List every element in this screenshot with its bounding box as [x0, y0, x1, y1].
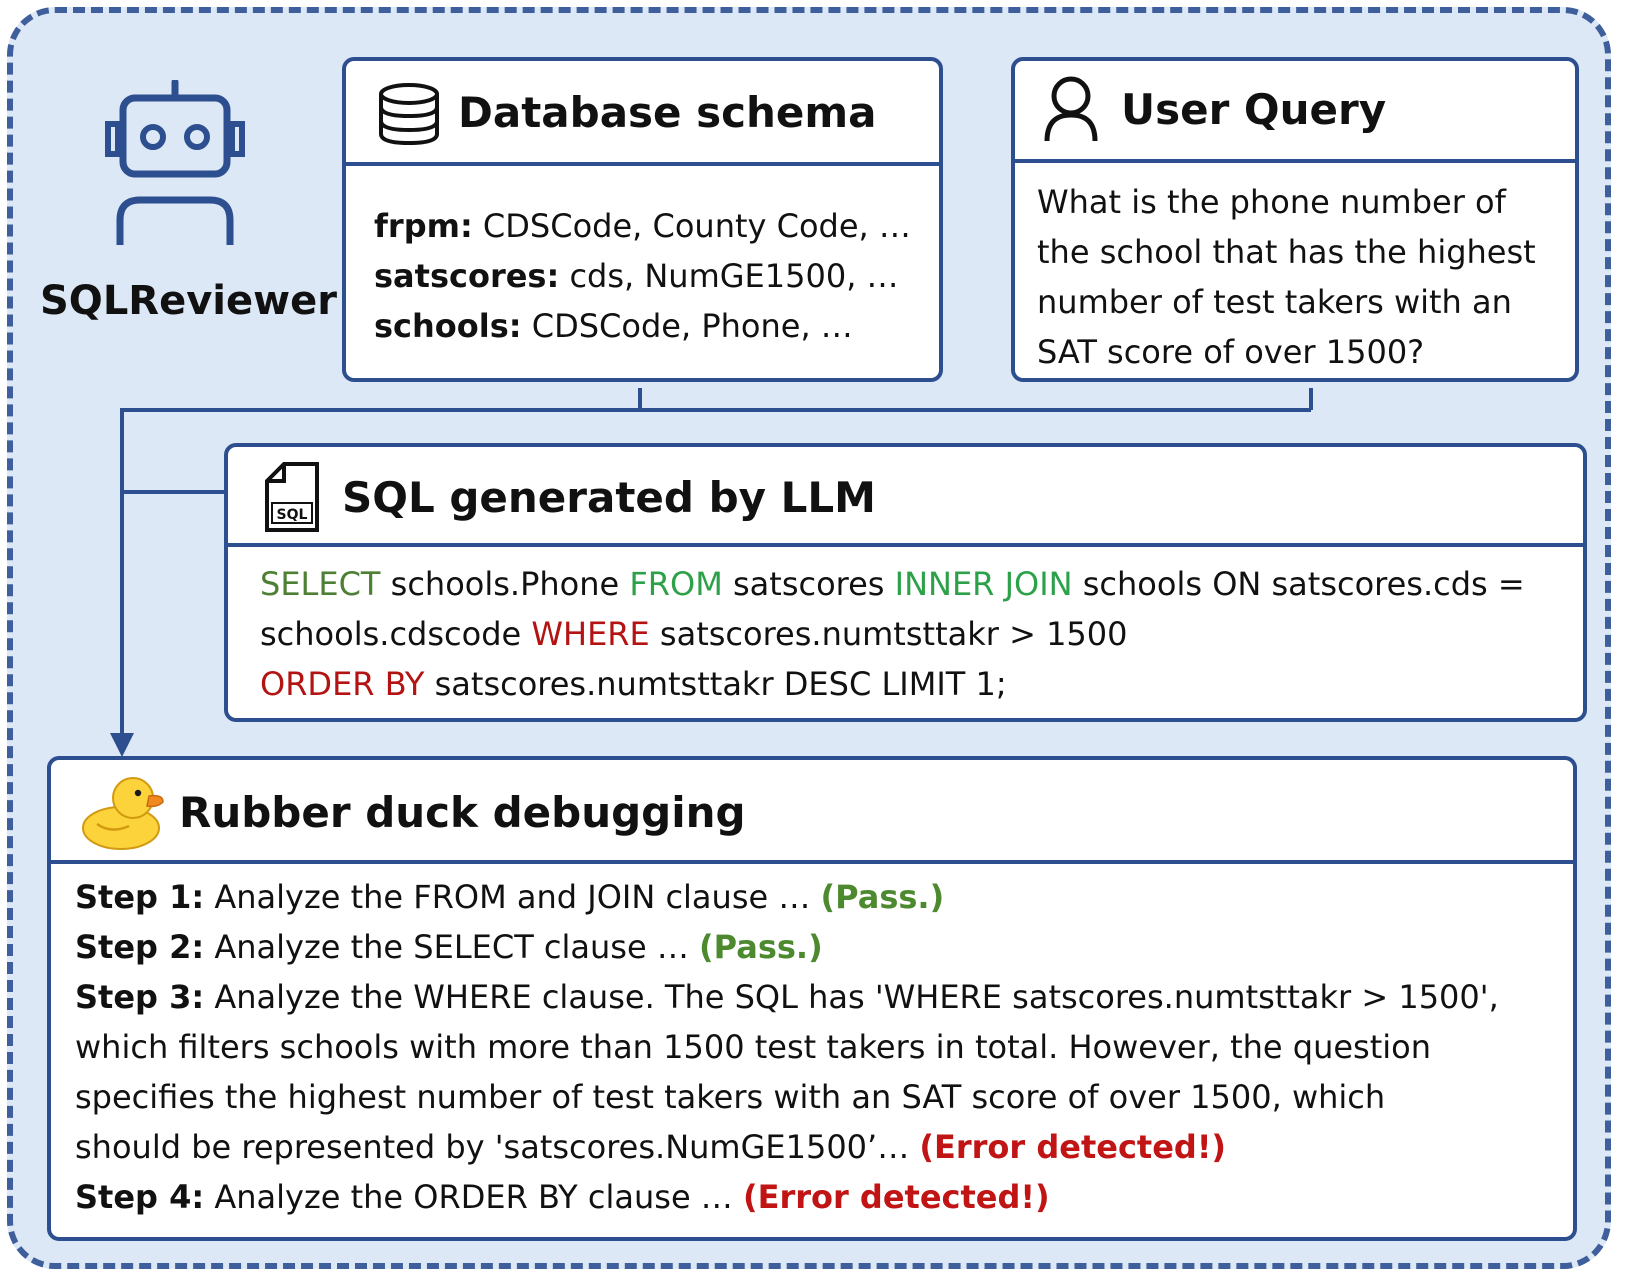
- schema-row: satscores: cds, NumGE1500, …: [374, 251, 899, 301]
- robot-icon: [105, 78, 245, 250]
- schema-columns: CDSCode, County Code, …: [472, 207, 911, 245]
- sql-keyword: WHERE: [531, 615, 650, 653]
- step-text: Analyze the WHERE clause. The SQL has 'W…: [204, 978, 1499, 1016]
- debug-step-2: Step 2: Analyze the SELECT clause … (Pas…: [75, 922, 823, 972]
- database-icon: [378, 83, 440, 146]
- debug-step-4: Step 4: Analyze the ORDER BY clause … (E…: [75, 1172, 1050, 1222]
- query-header: User Query: [1015, 61, 1575, 163]
- schema-row: schools: CDSCode, Phone, …: [374, 301, 853, 351]
- agent-name: SQLReviewer: [40, 278, 337, 324]
- step-text: Analyze the FROM and JOIN clause …: [204, 878, 821, 916]
- query-line: SAT score of over 1500?: [1037, 333, 1425, 371]
- duck-header: Rubber duck debugging: [51, 760, 1573, 864]
- sql-text: schools ON satscores.cds =: [1072, 565, 1525, 603]
- sql-keyword: FROM: [629, 565, 723, 603]
- duck-title: Rubber duck debugging: [179, 788, 746, 837]
- step-label: Step 2:: [75, 928, 205, 966]
- rubber-duck-icon: [81, 772, 165, 852]
- sql-header: SQL SQL generated by LLM: [228, 447, 1583, 547]
- sql-file-icon: SQL: [264, 461, 320, 533]
- sql-text: satscores.numtsttakr DESC LIMIT 1;: [424, 665, 1007, 703]
- step-text: Analyze the SELECT clause …: [204, 928, 699, 966]
- step-label: Step 4:: [75, 1178, 205, 1216]
- query-title: User Query: [1121, 85, 1387, 134]
- sql-text: satscores: [722, 565, 895, 603]
- query-line: the school that has the highest: [1037, 233, 1536, 271]
- sql-line: ORDER BY satscores.numtsttakr DESC LIMIT…: [260, 659, 1007, 709]
- sql-keyword: ORDER BY: [260, 665, 425, 703]
- svg-text:SQL: SQL: [277, 507, 308, 523]
- step-label: Step 3:: [75, 978, 205, 1016]
- sql-panel: SQL SQL generated by LLM SELECT schools.…: [224, 443, 1587, 722]
- debug-step-3: Step 3: Analyze the WHERE clause. The SQ…: [75, 972, 1499, 1022]
- debug-step-3-cont: should be represented by 'satscores.NumG…: [75, 1122, 1226, 1172]
- sql-text: satscores.numtsttakr > 1500: [649, 615, 1128, 653]
- pass-badge: (Pass.): [699, 928, 823, 966]
- debug-step-3-cont: which filters schools with more than 150…: [75, 1028, 1432, 1066]
- schema-columns: CDSCode, Phone, …: [521, 307, 853, 345]
- sql-line: SELECT schools.Phone FROM satscores INNE…: [260, 559, 1525, 609]
- pass-badge: (Pass.): [820, 878, 945, 916]
- step-label: Step 1:: [75, 878, 205, 916]
- user-icon: [1043, 75, 1099, 143]
- schema-table-name: schools:: [374, 307, 522, 345]
- sql-text: schools.Phone: [380, 565, 630, 603]
- schema-header: Database schema: [346, 61, 939, 166]
- error-badge: (Error detected!): [742, 1178, 1050, 1216]
- step-text: should be represented by 'satscores.NumG…: [75, 1128, 920, 1166]
- sql-text: schools.cdscode: [260, 615, 532, 653]
- sql-keyword: SELECT: [260, 565, 381, 603]
- error-badge: (Error detected!): [919, 1128, 1227, 1166]
- sql-line: schools.cdscode WHERE satscores.numtstta…: [260, 609, 1128, 659]
- sql-title: SQL generated by LLM: [342, 473, 876, 522]
- schema-title: Database schema: [458, 88, 877, 137]
- query-line: What is the phone number of: [1037, 183, 1506, 221]
- schema-row: frpm: CDSCode, County Code, …: [374, 201, 911, 251]
- step-text: Analyze the ORDER BY clause …: [204, 1178, 743, 1216]
- debug-step-1: Step 1: Analyze the FROM and JOIN clause…: [75, 872, 944, 922]
- rubber-duck-panel: Rubber duck debugging Step 1: Analyze th…: [47, 756, 1577, 1241]
- debug-step-3-cont: specifies the highest number of test tak…: [75, 1078, 1386, 1116]
- schema-table-name: satscores:: [374, 257, 560, 295]
- schema-columns: cds, NumGE1500, …: [559, 257, 899, 295]
- schema-table-name: frpm:: [374, 207, 473, 245]
- sql-keyword: INNER JOIN: [894, 565, 1073, 603]
- database-schema-panel: Database schema frpm: CDSCode, County Co…: [342, 57, 943, 382]
- query-line: number of test takers with an: [1037, 283, 1512, 321]
- user-query-panel: User Query What is the phone number of t…: [1011, 57, 1579, 382]
